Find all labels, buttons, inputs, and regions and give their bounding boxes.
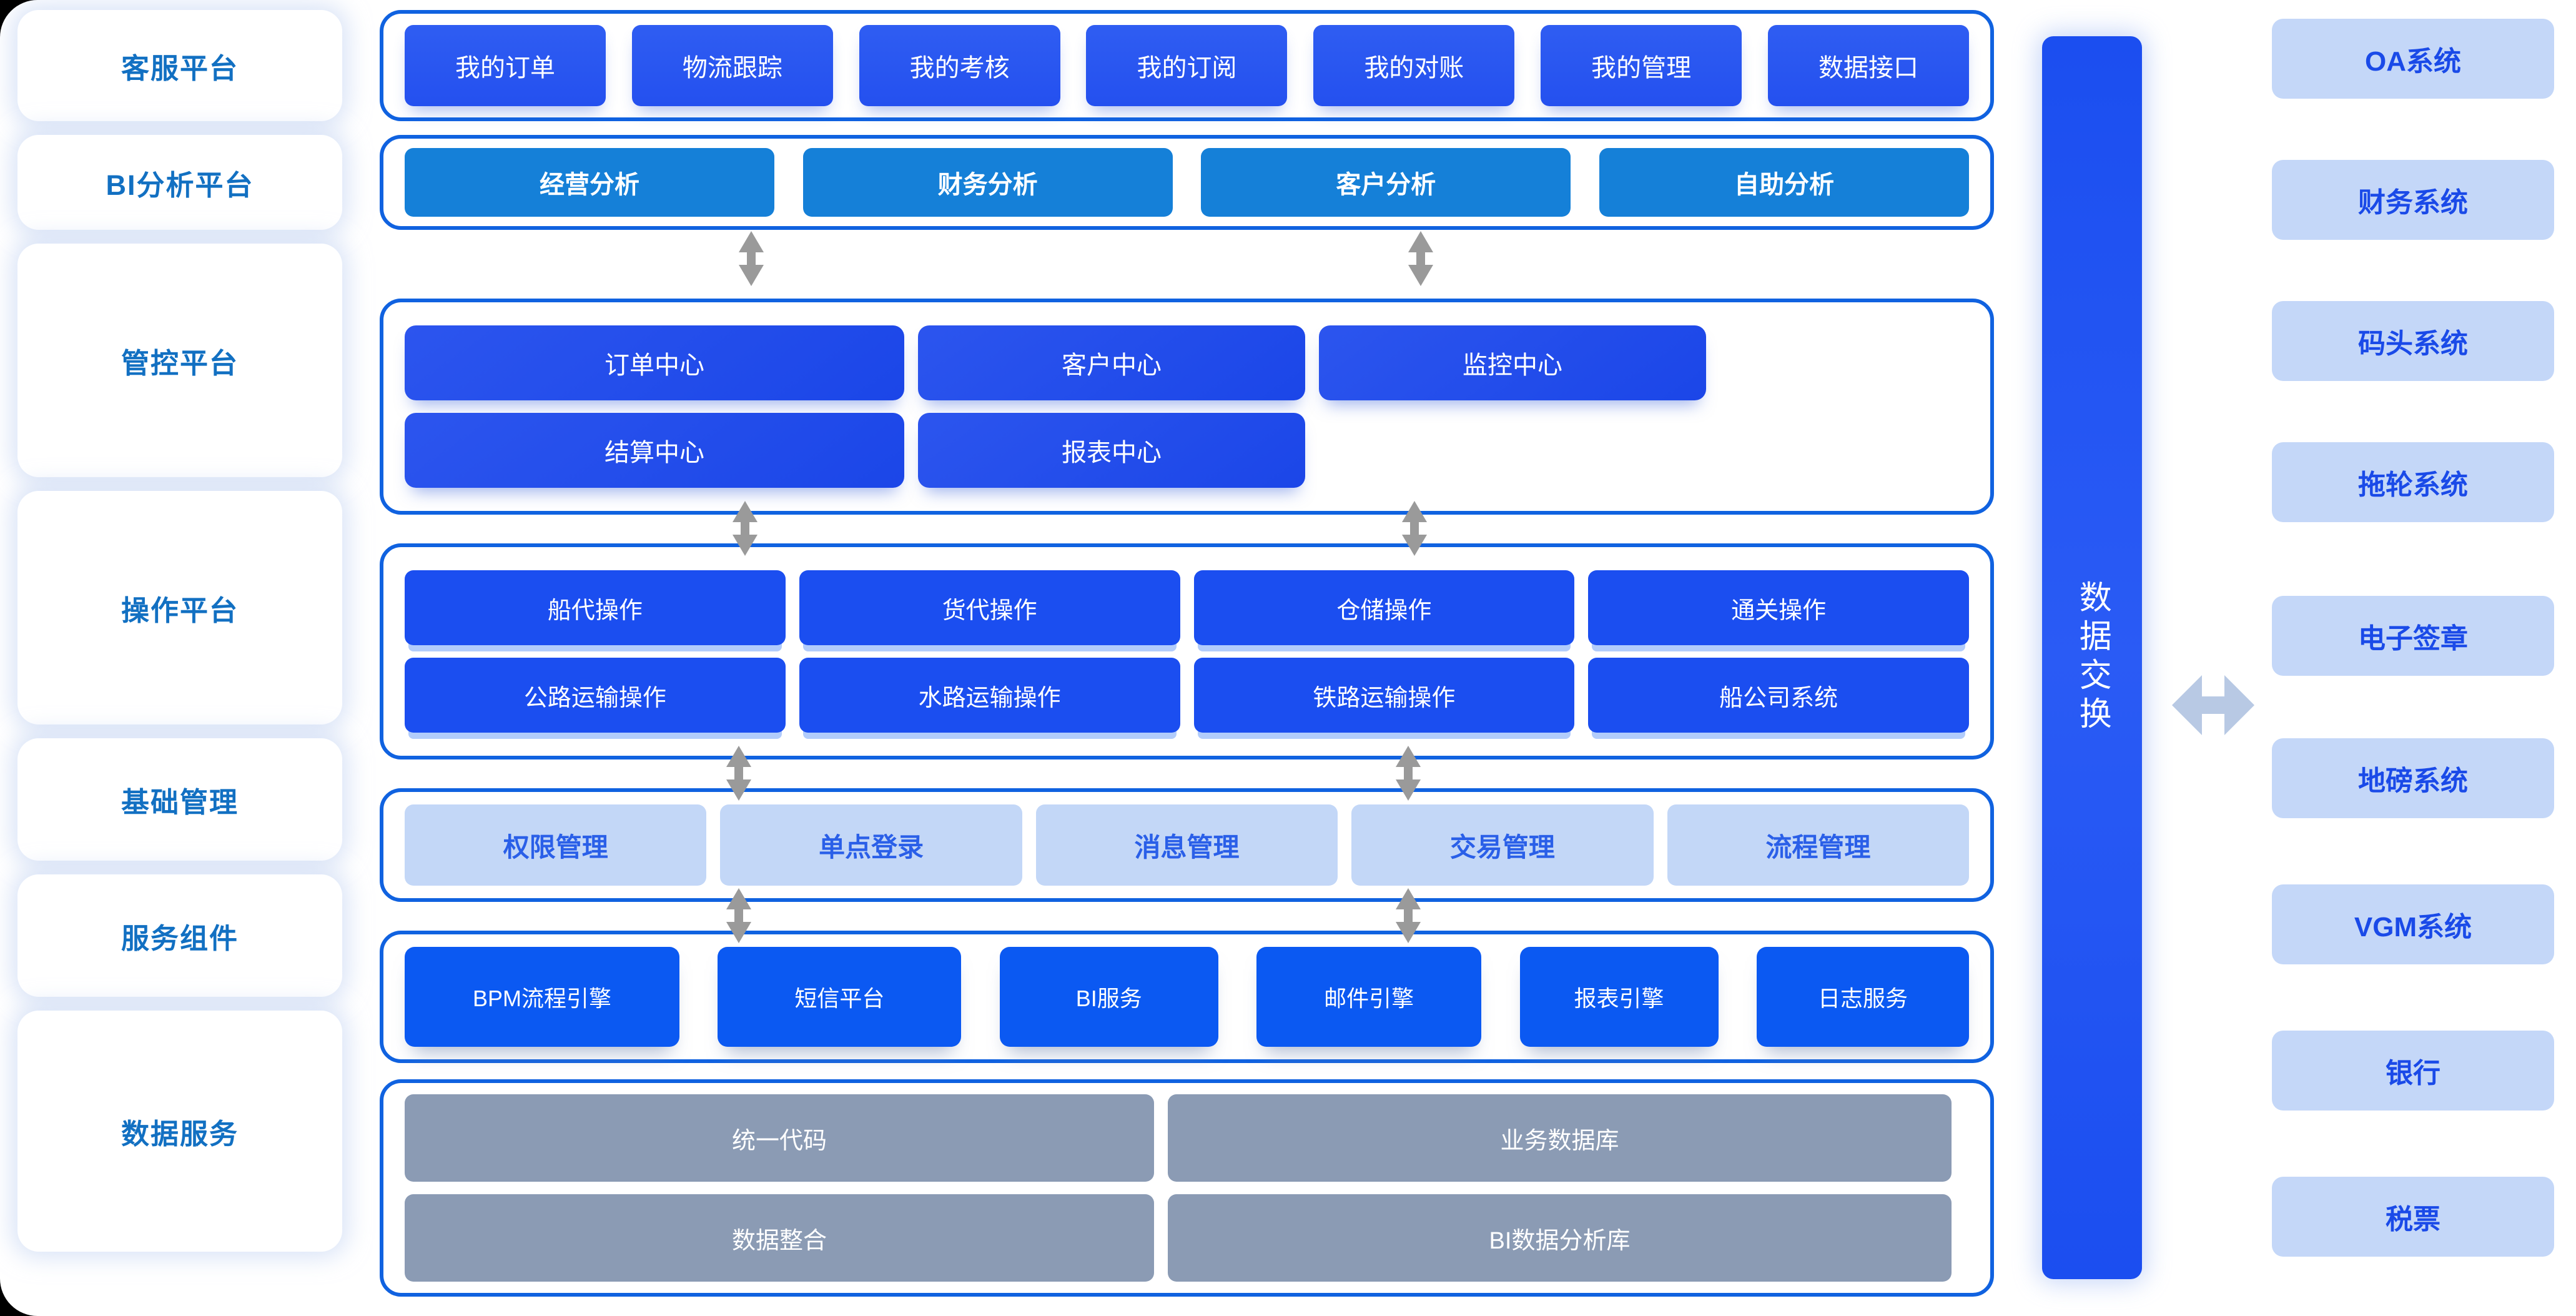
chip-customer-center[interactable]: 客户中心 xyxy=(918,325,1305,400)
chip-logistics-tracking[interactable]: 物流跟踪 xyxy=(631,25,833,106)
chip-my-orders[interactable]: 我的订单 xyxy=(405,25,606,106)
chip-freight-forwarding-ops[interactable]: 货代操作 xyxy=(799,570,1180,645)
layer-label-sidebar: 客服平台 BI分析平台 管控平台 操作平台 基础管理 服务组件 数据服务 xyxy=(17,10,342,1297)
chip-shipping-company-system[interactable]: 船公司系统 xyxy=(1588,658,1969,733)
chip-warehouse-ops[interactable]: 仓储操作 xyxy=(1193,570,1575,645)
panel-customer-service: 我的订单 物流跟踪 我的考核 我的订阅 我的对账 我的管理 数据接口 xyxy=(380,10,1994,121)
chip-row: 公路运输操作 水路运输操作 铁路运输操作 船公司系统 xyxy=(405,658,1969,733)
chip-unified-code[interactable]: 统一代码 xyxy=(405,1094,1154,1182)
chip-settlement-center[interactable]: 结算中心 xyxy=(405,413,904,488)
sidebar-item-label: 客服平台 xyxy=(121,52,239,84)
chip-bi-analytics-database[interactable]: BI数据分析库 xyxy=(1168,1194,1952,1282)
chip-monitoring-center[interactable]: 监控中心 xyxy=(1319,325,1706,400)
chip-log-service[interactable]: 日志服务 xyxy=(1756,947,1969,1047)
chip-business-database[interactable]: 业务数据库 xyxy=(1168,1094,1952,1182)
sidebar-item-label: 操作平台 xyxy=(121,594,239,626)
chip-message-management[interactable]: 消息管理 xyxy=(1035,804,1338,886)
sidebar-item-control-platform[interactable]: 管控平台 xyxy=(17,244,342,477)
chip-bpm-process-engine[interactable]: BPM流程引擎 xyxy=(405,947,679,1047)
external-system-label: 地磅系统 xyxy=(2358,766,2468,796)
sidebar-item-customer-service[interactable]: 客服平台 xyxy=(17,10,342,121)
external-system-label: 码头系统 xyxy=(2358,329,2468,359)
exchange-bidirectional-arrow-icon xyxy=(2172,675,2254,735)
external-system-vgm[interactable]: VGM系统 xyxy=(2272,884,2554,964)
chip-permission-management[interactable]: 权限管理 xyxy=(405,804,707,886)
external-system-label: OA系统 xyxy=(2365,46,2461,77)
chip-business-analysis[interactable]: 经营分析 xyxy=(405,148,774,217)
external-systems-column: OA系统 财务系统 码头系统 拖轮系统 电子签章 地磅系统 VGM系统 银行 税… xyxy=(2272,14,2554,1302)
chip-report-engine[interactable]: 报表引擎 xyxy=(1519,947,1719,1047)
chip-my-reconciliation[interactable]: 我的对账 xyxy=(1313,25,1515,106)
external-system-tax-invoice[interactable]: 税票 xyxy=(2272,1177,2554,1257)
chip-row: 船代操作 货代操作 仓储操作 通关操作 xyxy=(405,570,1969,645)
connector-arrow-bi-control-left xyxy=(739,231,764,286)
panel-service-components: BPM流程引擎 短信平台 BI服务 邮件引擎 报表引擎 日志服务 xyxy=(380,931,1994,1063)
chip-self-service-analysis[interactable]: 自助分析 xyxy=(1599,148,1969,217)
chip-row: 权限管理 单点登录 消息管理 交易管理 流程管理 xyxy=(405,804,1970,886)
external-system-label: 税票 xyxy=(2386,1204,2440,1235)
external-system-label: VGM系统 xyxy=(2354,912,2472,942)
panel-control-platform: 订单中心 客户中心 监控中心 结算中心 报表中心 xyxy=(380,299,1994,515)
chip-data-interface[interactable]: 数据接口 xyxy=(1767,25,1969,106)
data-exchange-label: 数据交换 xyxy=(2074,580,2111,735)
chip-my-subscription[interactable]: 我的订阅 xyxy=(1086,25,1288,106)
external-system-weighbridge[interactable]: 地磅系统 xyxy=(2272,738,2554,818)
chip-rail-transport-ops[interactable]: 铁路运输操作 xyxy=(1193,658,1575,733)
sidebar-item-bi-analysis[interactable]: BI分析平台 xyxy=(17,135,342,230)
external-system-label: 财务系统 xyxy=(2358,187,2468,218)
external-system-label: 银行 xyxy=(2386,1058,2440,1089)
chip-row: 我的订单 物流跟踪 我的考核 我的订阅 我的对账 我的管理 数据接口 xyxy=(405,25,1969,106)
external-system-finance[interactable]: 财务系统 xyxy=(2272,160,2554,240)
chip-row: 经营分析 财务分析 客户分析 自助分析 xyxy=(405,148,1969,217)
chip-my-management[interactable]: 我的管理 xyxy=(1541,25,1742,106)
chip-row: 数据整合 BI数据分析库 xyxy=(405,1194,1969,1282)
chip-customs-ops[interactable]: 通关操作 xyxy=(1588,570,1969,645)
external-system-terminal[interactable]: 码头系统 xyxy=(2272,301,2554,381)
chip-customer-analysis[interactable]: 客户分析 xyxy=(1201,148,1571,217)
sidebar-item-operation-platform[interactable]: 操作平台 xyxy=(17,491,342,725)
external-system-oa[interactable]: OA系统 xyxy=(2272,19,2554,99)
external-system-label: 电子签章 xyxy=(2358,623,2468,654)
connector-arrow-bi-control-right xyxy=(1408,231,1433,286)
sidebar-item-label: 数据服务 xyxy=(121,1117,239,1150)
chip-waterway-transport-ops[interactable]: 水路运输操作 xyxy=(799,658,1180,733)
chip-mail-engine[interactable]: 邮件引擎 xyxy=(1256,947,1482,1047)
sidebar-item-label: 管控平台 xyxy=(121,347,239,379)
chip-bi-service[interactable]: BI服务 xyxy=(999,947,1218,1047)
chip-order-center[interactable]: 订单中心 xyxy=(405,325,904,400)
chip-data-integration[interactable]: 数据整合 xyxy=(405,1194,1154,1282)
sidebar-item-base-management[interactable]: 基础管理 xyxy=(17,738,342,861)
data-exchange-bar[interactable]: 数据交换 xyxy=(2042,36,2142,1279)
chip-my-assessment[interactable]: 我的考核 xyxy=(859,25,1060,106)
chip-shipping-agency-ops[interactable]: 船代操作 xyxy=(405,570,786,645)
chip-row: BPM流程引擎 短信平台 BI服务 邮件引擎 报表引擎 日志服务 xyxy=(405,947,1969,1047)
sidebar-item-data-services[interactable]: 数据服务 xyxy=(17,1011,342,1252)
sidebar-item-label: 服务组件 xyxy=(121,922,239,954)
chip-process-management[interactable]: 流程管理 xyxy=(1667,804,1970,886)
chip-sms-platform[interactable]: 短信平台 xyxy=(718,947,962,1047)
chip-road-transport-ops[interactable]: 公路运输操作 xyxy=(405,658,786,733)
chip-financial-analysis[interactable]: 财务分析 xyxy=(802,148,1173,217)
chip-single-sign-on[interactable]: 单点登录 xyxy=(720,804,1022,886)
external-system-bank[interactable]: 银行 xyxy=(2272,1031,2554,1111)
sidebar-item-label: BI分析平台 xyxy=(106,169,254,201)
external-system-tugboat[interactable]: 拖轮系统 xyxy=(2272,442,2554,522)
sidebar-item-service-components[interactable]: 服务组件 xyxy=(17,874,342,997)
chip-row: 统一代码 业务数据库 xyxy=(405,1094,1969,1182)
platform-layer-stack: 我的订单 物流跟踪 我的考核 我的订阅 我的对账 我的管理 数据接口 经营分析 … xyxy=(380,10,1994,1297)
sidebar-item-label: 基础管理 xyxy=(121,786,239,818)
chip-row: 结算中心 报表中心 xyxy=(405,413,1969,488)
panel-base-management: 权限管理 单点登录 消息管理 交易管理 流程管理 xyxy=(380,788,1994,902)
panel-bi-analysis: 经营分析 财务分析 客户分析 自助分析 xyxy=(380,135,1994,230)
chip-report-center[interactable]: 报表中心 xyxy=(918,413,1305,488)
panel-data-services: 统一代码 业务数据库 数据整合 BI数据分析库 xyxy=(380,1079,1994,1297)
panel-operation-platform: 船代操作 货代操作 仓储操作 通关操作 公路运输操作 水路运输操作 铁路运输操作… xyxy=(380,543,1994,759)
external-system-e-signature[interactable]: 电子签章 xyxy=(2272,596,2554,676)
chip-transaction-management[interactable]: 交易管理 xyxy=(1351,804,1654,886)
chip-row: 订单中心 客户中心 监控中心 xyxy=(405,325,1969,400)
external-system-label: 拖轮系统 xyxy=(2358,470,2468,500)
